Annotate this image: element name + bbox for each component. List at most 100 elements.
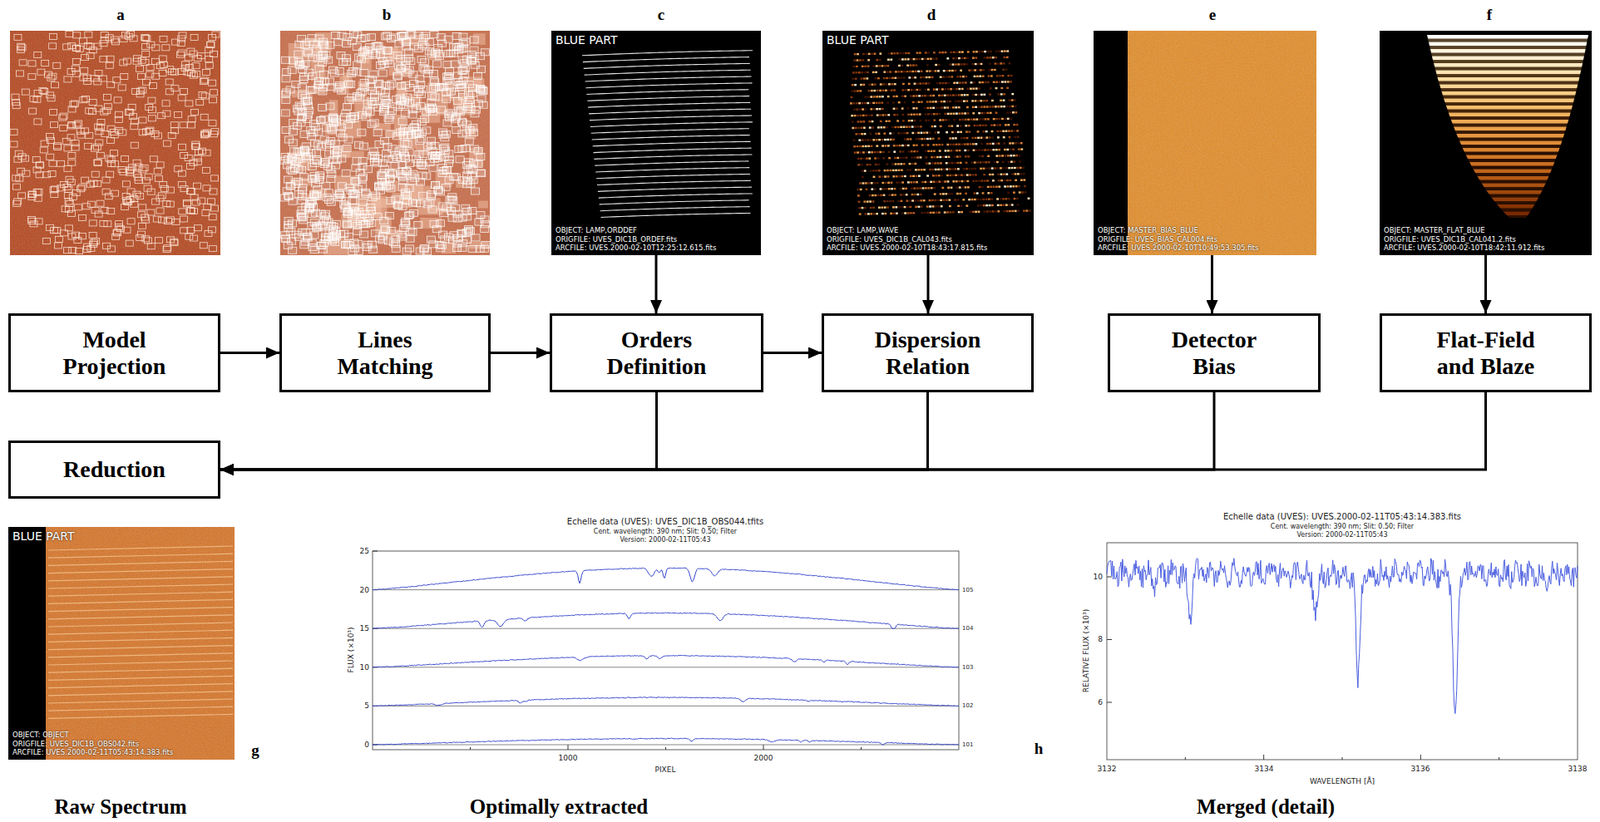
arc-line [851,83,855,86]
arc-line [910,119,914,122]
arc-line [912,107,915,109]
line-marker [412,105,421,113]
line-marker [325,41,335,49]
line-marker [429,77,439,84]
arc-line [995,50,998,53]
arc-line [932,100,935,103]
line-marker [457,118,466,125]
line-marker [444,35,453,43]
line-marker [354,54,363,61]
line-marker [202,149,211,156]
line-marker [21,88,30,95]
line-marker [301,98,310,105]
line-marker [201,93,209,99]
arc-line [1008,105,1012,108]
arc-line [869,108,873,110]
line-marker [325,189,334,197]
line-marker [170,122,178,129]
line-marker [398,233,407,241]
arc-line [947,113,950,115]
line-marker [469,36,479,44]
arc-line [882,83,885,85]
arc-line [935,57,939,60]
arc-line [906,70,909,73]
arc-line [917,70,920,73]
line-marker [439,128,448,136]
arc-line [975,118,978,120]
arc-line [1007,80,1010,83]
line-marker [310,191,319,198]
arc-line [947,88,950,90]
line-marker [454,98,463,105]
echelle-order [582,57,750,63]
line-marker [318,246,327,253]
line-marker [297,166,307,173]
line-marker [18,44,26,51]
line-marker [358,198,367,206]
arc-line [919,76,923,79]
line-marker [340,201,349,208]
arc-line [1011,105,1014,108]
line-marker [373,128,382,136]
arc-line [904,52,908,55]
arc-line [967,112,970,114]
arc-line [886,64,889,67]
arc-line [887,59,890,61]
line-marker [353,31,362,39]
arc-line [958,81,962,84]
line-marker [177,181,186,188]
line-marker [345,97,354,104]
line-marker [449,49,458,57]
arc-line [952,63,955,65]
line-marker [110,132,119,139]
line-marker [200,113,208,120]
arc-line [954,63,958,65]
line-marker [179,122,188,129]
arc-line [943,100,946,103]
line-marker [289,128,298,135]
line-marker [138,204,147,211]
arc-line [933,113,936,115]
arc-line [949,51,953,54]
line-marker [12,99,20,106]
line-marker [151,58,159,65]
line-marker [207,198,216,205]
line-marker [320,115,329,123]
arc-line [970,81,973,84]
line-marker [420,115,430,123]
line-marker [18,153,26,160]
arc-line [993,69,997,71]
line-marker [358,162,367,170]
arc-line [961,88,964,90]
line-marker [93,180,102,187]
line-marker [319,70,328,78]
arc-line [860,71,864,74]
line-marker [385,82,394,89]
line-marker [397,82,406,89]
arc-line [859,83,863,86]
line-marker [64,225,73,232]
arc-line [953,88,956,90]
line-marker [327,126,336,134]
line-marker [83,78,92,84]
arc-line [940,106,944,109]
line-marker [54,143,62,150]
line-marker [342,220,351,228]
arc-line [949,113,953,115]
line-marker [171,128,179,134]
echelle-order [595,167,750,173]
line-marker [140,165,149,172]
arc-line [947,82,950,84]
arc-line [894,70,898,73]
line-marker [207,42,215,49]
arc-line [935,113,939,115]
line-marker [107,208,115,215]
arc-line [914,101,918,104]
arc-line [997,105,1000,108]
arc-line [946,100,949,103]
arc-line [896,113,899,116]
arc-line [977,69,980,71]
line-marker [156,195,164,202]
line-marker [414,221,423,228]
arc-line [992,81,996,84]
